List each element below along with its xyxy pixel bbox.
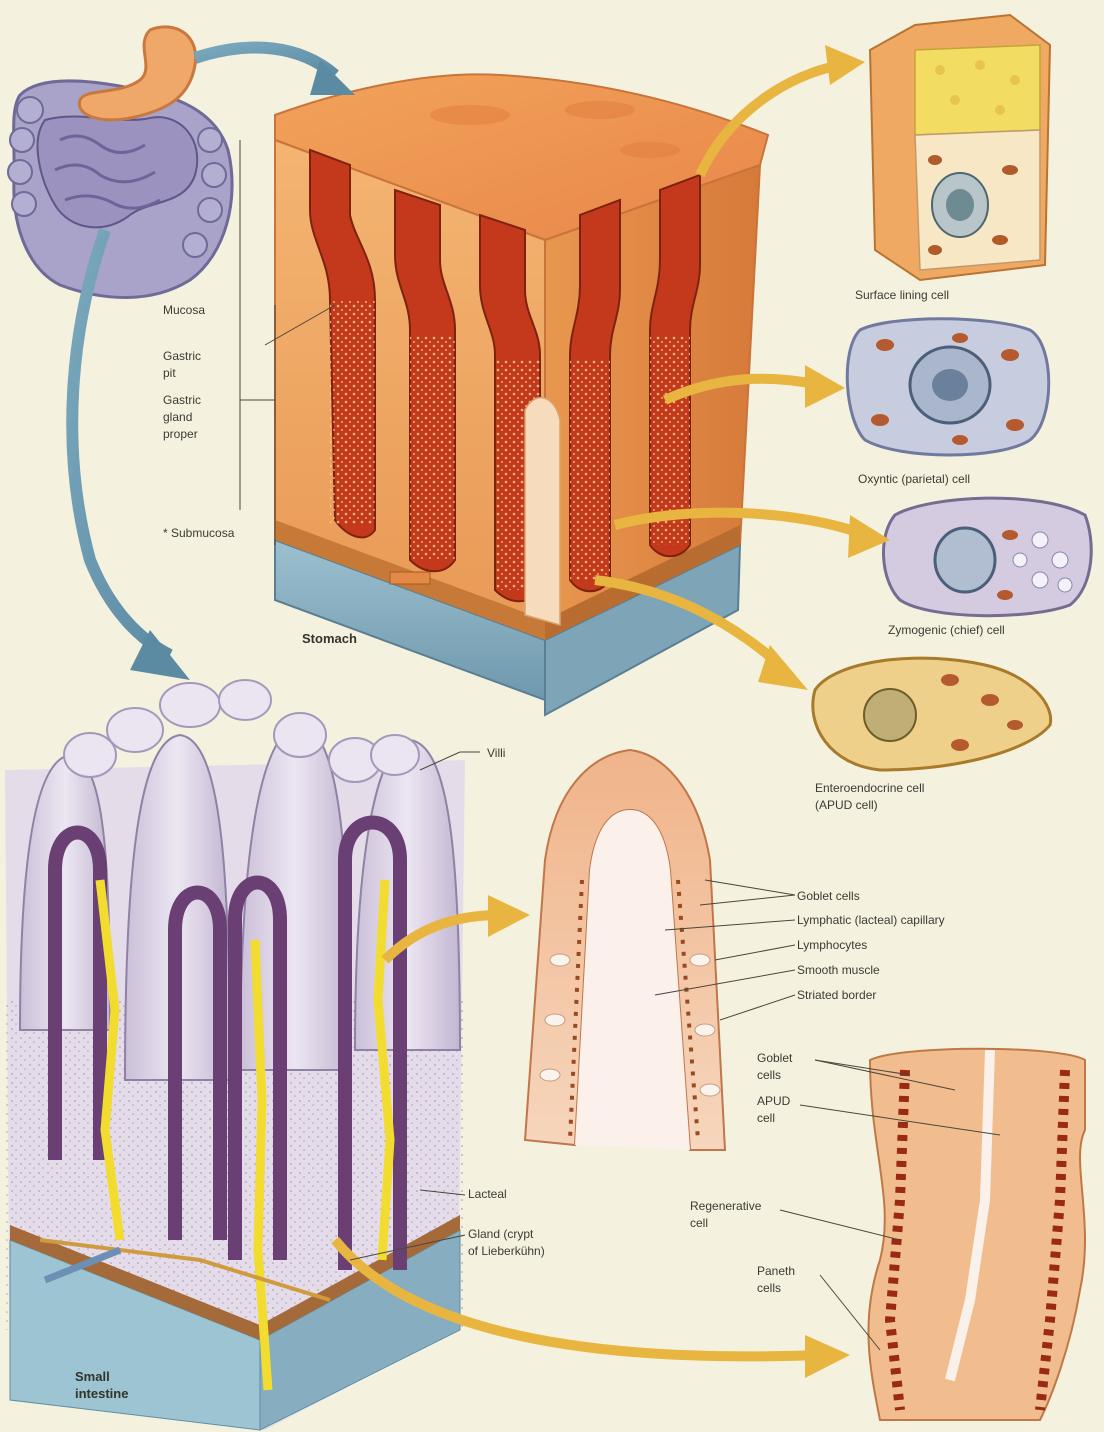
striated-border-label: Striated border [797, 987, 876, 1004]
villi-label: Villi [487, 745, 505, 762]
enteroendocrine-cell-illustration [813, 658, 1051, 770]
oxyntic-cell-illustration [847, 319, 1048, 455]
smooth-muscle-label: Smooth muscle [797, 962, 880, 979]
gastric-pit-label: Gastric pit [163, 348, 201, 382]
surface-lining-cell-label: Surface lining cell [855, 287, 949, 304]
stomach-label: Stomach [302, 630, 357, 647]
submucosa-label: * Submucosa [163, 525, 234, 542]
regenerative-cell-label: Regenerative cell [690, 1198, 761, 1232]
surface-lining-cell-illustration [870, 15, 1050, 280]
oxyntic-cell-label: Oxyntic (parietal) cell [858, 471, 970, 488]
goblet-cells-label: Goblet cells [797, 888, 860, 905]
lymphatic-capillary-label: Lymphatic (lacteal) capillary [797, 912, 945, 929]
organ-overview-illustration [8, 27, 232, 298]
goblet-cells-crypt-label: Goblet cells [757, 1050, 792, 1084]
apud-cell-label: APUD cell [757, 1093, 790, 1127]
zymogenic-cell-label: Zymogenic (chief) cell [888, 622, 1005, 639]
mucosa-label: Mucosa [163, 302, 205, 319]
gland-crypt-label: Gland (crypt of Lieberkühn) [468, 1226, 545, 1260]
villus-section-illustration [525, 750, 725, 1150]
small-intestine-label: Small intestine [75, 1368, 128, 1402]
lymphocytes-label: Lymphocytes [797, 937, 867, 954]
gastric-gland-label: Gastric gland proper [163, 392, 201, 443]
stomach-block-illustration [275, 74, 768, 715]
lacteal-label: Lacteal [468, 1186, 507, 1203]
paneth-cells-label: Paneth cells [757, 1263, 795, 1297]
blue-arrow-to-stomach [195, 48, 355, 95]
enteroendocrine-cell-label: Enteroendocrine cell (APUD cell) [815, 780, 924, 814]
crypt-section-illustration [868, 1049, 1085, 1420]
small-intestine-villi-illustration [5, 680, 465, 1430]
zymogenic-cell-illustration [884, 498, 1092, 616]
